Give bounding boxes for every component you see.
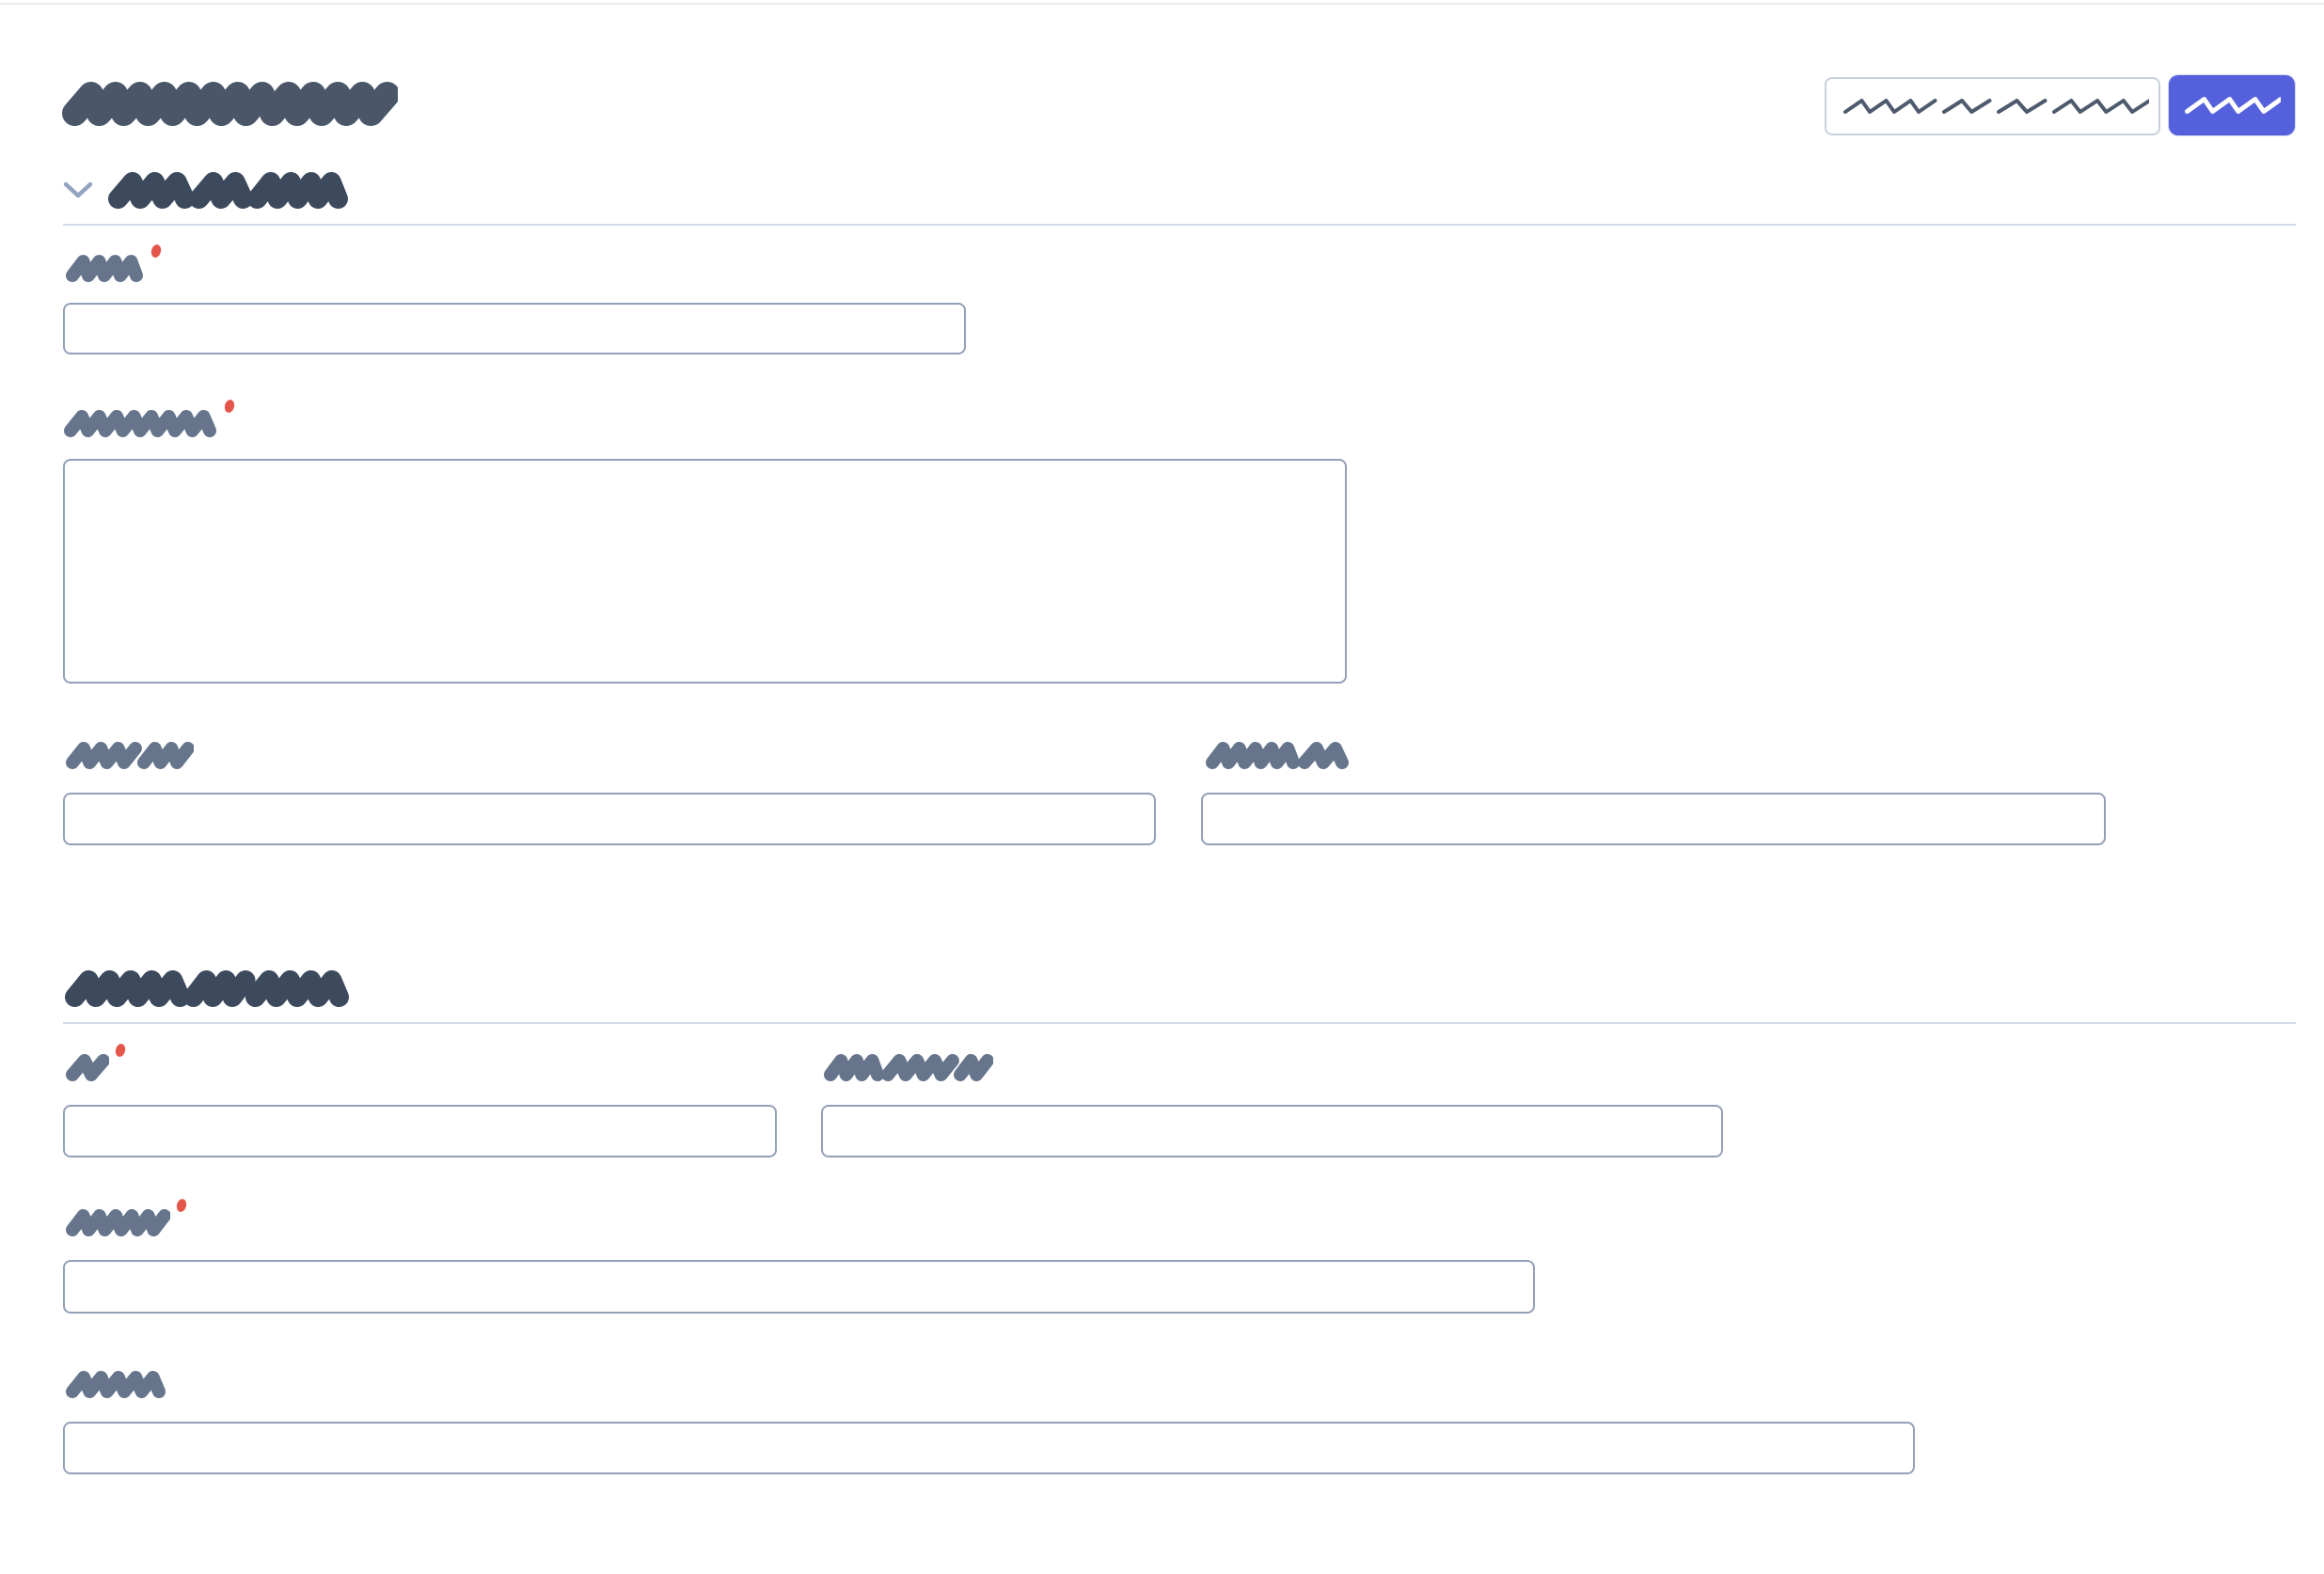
required-dot: [150, 243, 163, 260]
email-field-label: [64, 1368, 167, 1400]
section-1-title-scribble: [108, 171, 348, 209]
description-label-scribble: [64, 409, 216, 437]
name-input[interactable]: [63, 303, 966, 354]
section-2-divider: [63, 1022, 2296, 1024]
required-dot: [175, 1197, 188, 1214]
phone-input[interactable]: [63, 1260, 1535, 1314]
description-textarea[interactable]: [63, 459, 1347, 684]
search-input[interactable]: [1825, 77, 2160, 135]
chevron-down-icon[interactable]: [63, 181, 93, 199]
id-label-scribble: [66, 1053, 109, 1081]
end-date-input[interactable]: [1201, 793, 2106, 845]
search-placeholder-scribble: [1843, 99, 2149, 114]
section-1-divider: [63, 224, 2296, 226]
ssn-input[interactable]: [821, 1105, 1723, 1157]
primary-action-button[interactable]: [2169, 75, 2295, 135]
ssn-label-scribble: [824, 1053, 993, 1081]
ssn-field-label: [822, 1051, 993, 1083]
email-label-scribble: [66, 1370, 166, 1398]
start-date-field-label: [64, 739, 194, 771]
start-date-input[interactable]: [63, 793, 1156, 845]
section-1-header[interactable]: [63, 169, 350, 211]
section-2-header: [63, 968, 351, 1009]
name-label-scribble: [66, 254, 143, 282]
email-input[interactable]: [63, 1422, 1915, 1474]
start-date-label-scribble: [66, 741, 194, 769]
name-field-label: [64, 243, 163, 284]
end-date-label-scribble: [1206, 741, 1349, 769]
top-hairline: [0, 3, 2324, 5]
section-2-title-scribble: [65, 969, 349, 1007]
description-field-label: [62, 398, 236, 439]
primary-button-label-scribble: [2185, 97, 2281, 114]
end-date-field-label: [1204, 739, 1351, 771]
page-title-scribble: [62, 82, 398, 126]
id-input[interactable]: [63, 1105, 777, 1157]
required-dot: [223, 398, 236, 415]
id-field-label: [64, 1042, 127, 1083]
phone-field-label: [64, 1197, 188, 1238]
phone-label-scribble: [66, 1208, 170, 1236]
required-dot: [114, 1042, 127, 1059]
